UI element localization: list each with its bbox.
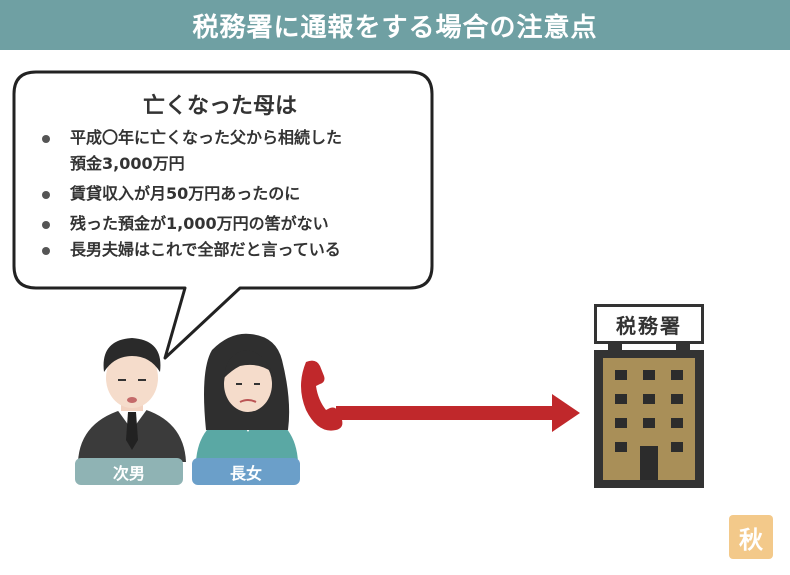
daughter-label: 長女	[192, 458, 300, 485]
daughter-figure	[196, 333, 298, 462]
page-title: 税務署に通報をする場合の注意点	[192, 12, 598, 43]
list-item-text: 長男夫婦はこれで全部だと言っている	[70, 240, 341, 259]
list-item-text-continued: 預金3,000万円	[70, 154, 185, 173]
list-item: 長男夫婦はこれで全部だと言っている	[42, 237, 412, 263]
son-figure	[78, 338, 186, 462]
tax-office-sign: 税務署	[594, 304, 704, 344]
list-item: 残った預金が1,000万円の筈がない	[42, 211, 412, 237]
speech-bubble	[12, 70, 434, 360]
phone-icon	[301, 360, 343, 431]
list-item: 平成〇年に亡くなった父から相続した 預金3,000万円	[42, 125, 412, 177]
logo-icon: 秋	[729, 515, 773, 559]
building-icon	[594, 342, 704, 488]
bubble-heading: 亡くなった母は	[142, 94, 297, 119]
tax-office-label: 税務署	[616, 313, 682, 338]
list-item: 賃貸収入が月50万円あったのに	[42, 181, 412, 207]
title-bar: 税務署に通報をする場合の注意点	[0, 0, 790, 50]
son-label-text: 次男	[112, 463, 145, 483]
logo-char: 秋	[739, 524, 763, 554]
bubble-list: 平成〇年に亡くなった父から相続した 預金3,000万円 賃貸収入が月50万円あっ…	[42, 125, 412, 263]
list-item-text: 残った預金が1,000万円の筈がない	[70, 214, 329, 233]
daughter-label-text: 長女	[229, 463, 262, 483]
son-label: 次男	[75, 458, 183, 485]
list-item-text: 賃貸収入が月50万円あったのに	[70, 184, 301, 203]
arrow-icon	[336, 394, 580, 432]
list-item-text: 平成〇年に亡くなった父から相続した	[70, 128, 343, 147]
